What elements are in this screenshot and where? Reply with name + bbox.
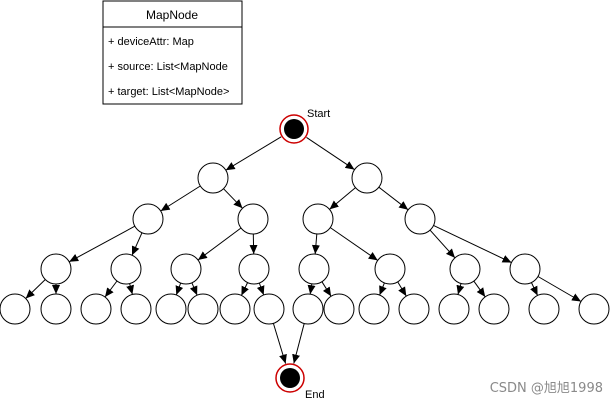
tree-node-p7 [219, 293, 251, 325]
edge-e-k [311, 233, 320, 255]
end-label: End [305, 389, 325, 401]
uml-attribute-source: + source: List<MapNode [108, 61, 228, 73]
edge-n-p16 [537, 276, 582, 302]
edge-l-p12 [397, 281, 407, 297]
tree-node-p8 [253, 293, 285, 325]
edge-l-p11 [379, 282, 387, 296]
tree-node-p6 [187, 293, 219, 325]
edge-n-p15 [530, 282, 539, 296]
tree-node-c [132, 203, 164, 235]
edge-d-i [197, 227, 242, 261]
tree-node-b [351, 162, 383, 194]
tree-node-n [509, 253, 541, 285]
edge-f-m [429, 229, 456, 259]
start-node [284, 119, 304, 139]
tree-node-d [237, 203, 269, 235]
edge-start-a [225, 136, 282, 171]
start-label: Start [307, 108, 330, 120]
edge-p8-end [272, 323, 287, 364]
edge-m-p13 [456, 283, 465, 295]
edge-a-d [223, 188, 243, 209]
tree-node-p10 [323, 293, 355, 325]
tree-node-p13 [438, 293, 470, 325]
tree-node-j [238, 253, 270, 285]
uml-class-name: MapNode [146, 8, 198, 22]
edge-a-c [160, 185, 201, 212]
edge-j-p7 [240, 282, 249, 296]
tree-node-p1 [0, 293, 31, 325]
edge-b-f [378, 186, 409, 211]
tree-node-g [40, 253, 72, 285]
end-node [280, 368, 300, 388]
edge-h-p3 [104, 280, 118, 298]
tree-node-m [449, 253, 481, 285]
tree-node-a [197, 162, 229, 194]
edge-m-p14 [473, 280, 486, 298]
tree-node-f [404, 203, 436, 235]
tree-edges [25, 136, 582, 364]
edge-start-b [306, 136, 355, 171]
tree-node-p12 [398, 293, 430, 325]
tree-node-p16 [578, 293, 610, 325]
tree-node-p4 [120, 293, 152, 325]
edge-h-p4 [126, 283, 135, 295]
uml-attribute-device-attr: + deviceAttr: Map [108, 36, 194, 48]
tree-node-h [110, 253, 142, 285]
edge-c-h [131, 232, 143, 256]
edge-i-p6 [189, 282, 198, 296]
tree-node-p15 [528, 293, 560, 325]
tree-node-i [170, 253, 202, 285]
tree-node-p11 [358, 293, 390, 325]
tree-node-e [302, 203, 334, 235]
uml-attribute-target: + target: List<MapNode> [108, 86, 229, 98]
uml-class-box: MapNode + deviceAttr: Map + source: List… [102, 0, 243, 105]
tree-node-p9 [292, 293, 324, 325]
watermark-text: CSDN @旭旭1998 [489, 381, 603, 396]
tree-node-p2 [40, 293, 72, 325]
tree-node-l [374, 253, 406, 285]
edge-i-p5 [175, 282, 184, 296]
tree-node-p14 [478, 293, 510, 325]
tree-node-k [298, 253, 330, 285]
edge-j-p8 [256, 282, 265, 296]
edge-p9-end [292, 323, 305, 364]
tree-node-p5 [155, 293, 187, 325]
edge-b-e [329, 187, 356, 210]
edge-e-l [330, 227, 378, 261]
edge-c-g [68, 225, 136, 263]
edge-f-n [433, 224, 512, 264]
tree-nodes [0, 114, 610, 393]
edge-g-p1 [25, 279, 46, 299]
edge-k-p10 [321, 281, 332, 297]
edge-k-p9 [307, 283, 316, 295]
tree-node-p3 [80, 293, 112, 325]
